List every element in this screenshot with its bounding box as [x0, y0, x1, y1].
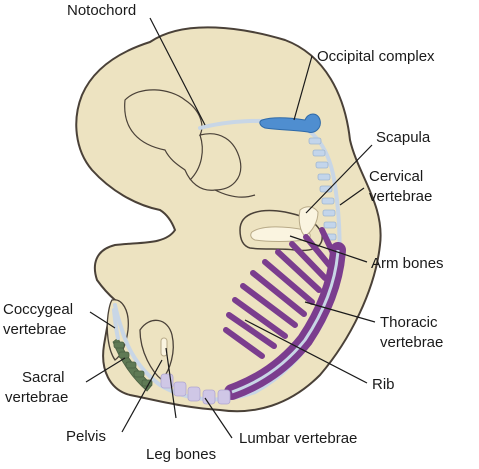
lumbar-vertebra [202, 389, 216, 405]
sacral-vertebra [113, 341, 125, 349]
leg-bones-shape [160, 337, 168, 357]
occipital-complex-label: Occipital complex [317, 48, 435, 65]
lumbar-vertebra [187, 386, 201, 402]
notochord-leader [149, 17, 206, 126]
lumbar-label: Lumbar vertebrae [239, 430, 357, 447]
cervical-vertebra [319, 185, 333, 193]
cervical-vertebra [322, 209, 336, 217]
lumbar-vertebra [173, 381, 187, 397]
coccygeal-label-line1: Coccygeal [3, 301, 73, 318]
rib-3 [289, 241, 328, 281]
brain-fold-outline [124, 89, 242, 191]
thoracic-label-line1: Thoracic [380, 314, 438, 331]
cervical-vertebrae-group [308, 137, 337, 241]
thoracic-ribs-group [223, 227, 337, 359]
arm-bones-label: Arm bones [371, 255, 444, 272]
sacral-label-line2: vertebrae [5, 389, 68, 406]
pelvis-leader [121, 359, 163, 433]
occipital-complex-shape [259, 113, 321, 133]
cervical-vertebra [323, 221, 337, 229]
cervical-label-line1: Cervical [369, 168, 423, 185]
cervical-vertebra [312, 149, 326, 157]
thoracic-leader [304, 301, 376, 323]
coccygeal-label-line2: vertebrae [3, 321, 66, 338]
sacral-leader [85, 357, 126, 383]
arm-bones-leader [289, 235, 368, 263]
lumbar-leader [204, 397, 233, 439]
scapula-shape [298, 206, 319, 237]
rib-10 [223, 327, 265, 359]
cervical-leader [339, 187, 365, 206]
rib-7 [240, 283, 298, 328]
thoracic-notochord-overlay [231, 249, 340, 394]
lower-fold [214, 189, 256, 198]
mid-fold [189, 134, 203, 181]
leg-bones-leader [165, 347, 177, 419]
coccygeal-leader [89, 311, 116, 329]
sacral-vertebra [118, 351, 130, 359]
rib-label: Rib [372, 376, 395, 393]
cervical-vertebra [308, 137, 322, 145]
coccygeal-shape [112, 308, 120, 340]
sacral-vertebra [125, 361, 137, 369]
sacral-label-line1: Sacral [22, 369, 65, 386]
cervical-vertebra [317, 173, 331, 181]
rib-2 [303, 234, 333, 269]
leg-bones-label: Leg bones [146, 446, 216, 463]
scapula-label: Scapula [376, 129, 431, 146]
rib-8 [232, 297, 288, 339]
pelvis-label: Pelvis [66, 428, 106, 445]
sacral-vertebra [133, 370, 145, 378]
thoracic-label-line2: vertebrae [380, 334, 443, 351]
rib-6 [250, 270, 307, 317]
cervical-vertebra [321, 197, 335, 205]
leg-bud [139, 319, 174, 381]
rib-leader [244, 319, 368, 384]
scapula-leader [305, 144, 373, 214]
notochord-label: Notochord [67, 2, 136, 19]
occipital-leader [293, 55, 313, 121]
cervical-label-line2: vertebrae [369, 188, 432, 205]
leader-lines [85, 17, 376, 439]
rib-9 [226, 312, 277, 349]
cervical-vertebra [315, 161, 329, 169]
rib-5 [262, 259, 315, 305]
lumbar-vertebra [217, 389, 231, 405]
rib-4 [275, 249, 322, 293]
